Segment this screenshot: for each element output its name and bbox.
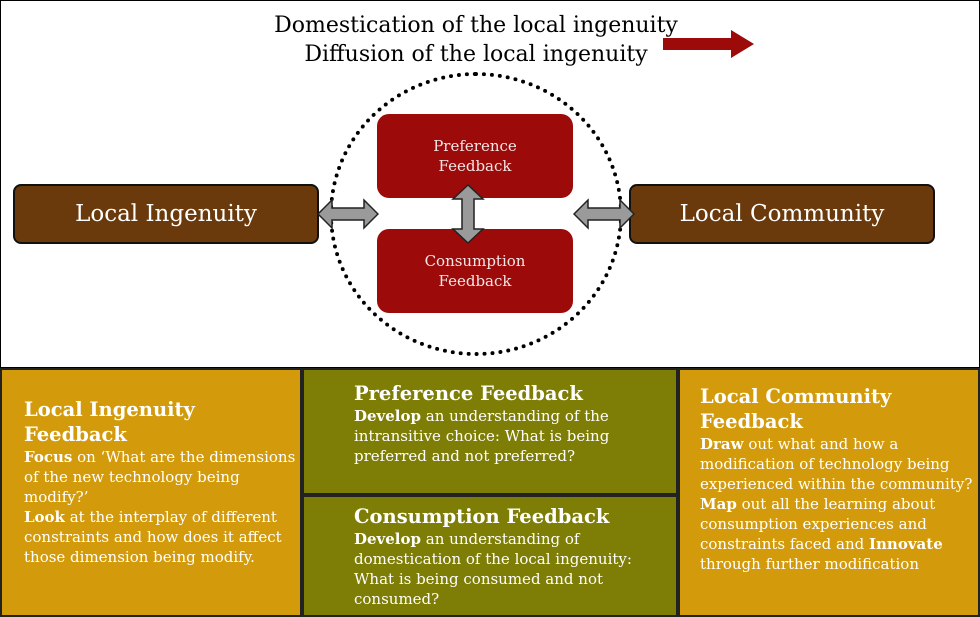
- look-bold: Look: [24, 508, 65, 526]
- consumption-feedback-box: Consumption Feedback: [377, 229, 573, 313]
- innovate-text: through further modification: [700, 555, 919, 573]
- diagram-panel: Domestication of the local ingenuity Dif…: [0, 0, 980, 368]
- right-double-arrow-icon: [573, 198, 635, 230]
- draw-text: out what and how a modification of techn…: [700, 435, 973, 493]
- local-ingenuity-label: Local Ingenuity: [75, 201, 257, 227]
- red-arrow-icon: [663, 30, 754, 58]
- map-text: out all the learning about consumption e…: [700, 495, 936, 553]
- consumption-line2: Feedback: [438, 272, 512, 290]
- vertical-double-arrow-icon: [451, 184, 485, 244]
- develop-text: an understanding of domestication of the…: [354, 530, 632, 608]
- local-community-feedback-text: Draw out what and how a modification of …: [700, 434, 978, 574]
- title-domestication: Domestication of the local ingenuity: [274, 13, 678, 38]
- develop-bold: Develop: [354, 407, 422, 425]
- develop-text: an understanding of the intransitive cho…: [354, 407, 610, 465]
- local-community-feedback-panel: Local Community Feedback Draw out what a…: [678, 368, 980, 617]
- focus-bold: Focus: [24, 448, 73, 466]
- preference-feedback-heading: Preference Feedback: [354, 382, 583, 405]
- local-ingenuity-feedback-panel: Local Ingenuity Feedback Focus on ‘What …: [0, 368, 302, 617]
- title-diffusion: Diffusion of the local ingenuity: [304, 42, 648, 67]
- consumption-line1: Consumption: [424, 252, 526, 270]
- preference-feedback-box: Preference Feedback: [377, 114, 573, 198]
- left-double-arrow-icon: [317, 198, 379, 230]
- preference-line1: Preference: [433, 137, 517, 155]
- local-ingenuity-box: Local Ingenuity: [13, 184, 319, 244]
- focus-text: on ‘What are the dimensions of the new t…: [24, 448, 296, 506]
- draw-bold: Draw: [700, 435, 744, 453]
- consumption-feedback-panel: Consumption Feedback Develop an understa…: [302, 495, 678, 617]
- consumption-feedback-text: Develop an understanding of domesticatio…: [354, 529, 672, 609]
- local-community-box: Local Community: [629, 184, 935, 244]
- consumption-feedback-heading: Consumption Feedback: [354, 505, 610, 528]
- local-community-label: Local Community: [679, 201, 885, 227]
- preference-line2: Feedback: [438, 157, 512, 175]
- local-ingenuity-feedback-heading: Local Ingenuity Feedback: [24, 398, 195, 446]
- preference-feedback-text: Develop an understanding of the intransi…: [354, 406, 672, 466]
- map-bold: Map: [700, 495, 737, 513]
- local-community-feedback-heading: Local Community Feedback: [700, 385, 892, 433]
- develop-bold: Develop: [354, 530, 422, 548]
- local-ingenuity-feedback-text: Focus on ‘What are the dimensions of the…: [24, 447, 300, 567]
- look-text: at the interplay of different constraint…: [24, 508, 282, 566]
- preference-feedback-panel: Preference Feedback Develop an understan…: [302, 368, 678, 495]
- innovate-bold: Innovate: [869, 535, 943, 553]
